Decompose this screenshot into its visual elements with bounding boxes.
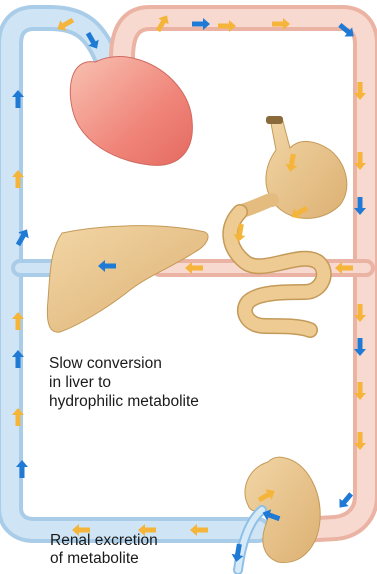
liver-label-line-3: hydrophilic metabolite [49, 393, 199, 410]
liver-conversion-label: Slow conversion in liver to hydrophilic … [49, 355, 199, 410]
heart-organ [70, 56, 192, 165]
liver-label-line-1: Slow conversion [49, 355, 162, 372]
renal-label-line-1: Renal excretion [50, 532, 158, 549]
renal-excretion-label: Renal excretion of metabolite [50, 532, 158, 567]
liver-organ [47, 226, 208, 333]
renal-label-line-2: of metabolite [50, 550, 139, 567]
liver-label-line-2: in liver to [49, 374, 111, 391]
stomach-organ [245, 116, 347, 218]
kidney-organ [238, 457, 320, 570]
esophagus-opening [266, 116, 283, 124]
